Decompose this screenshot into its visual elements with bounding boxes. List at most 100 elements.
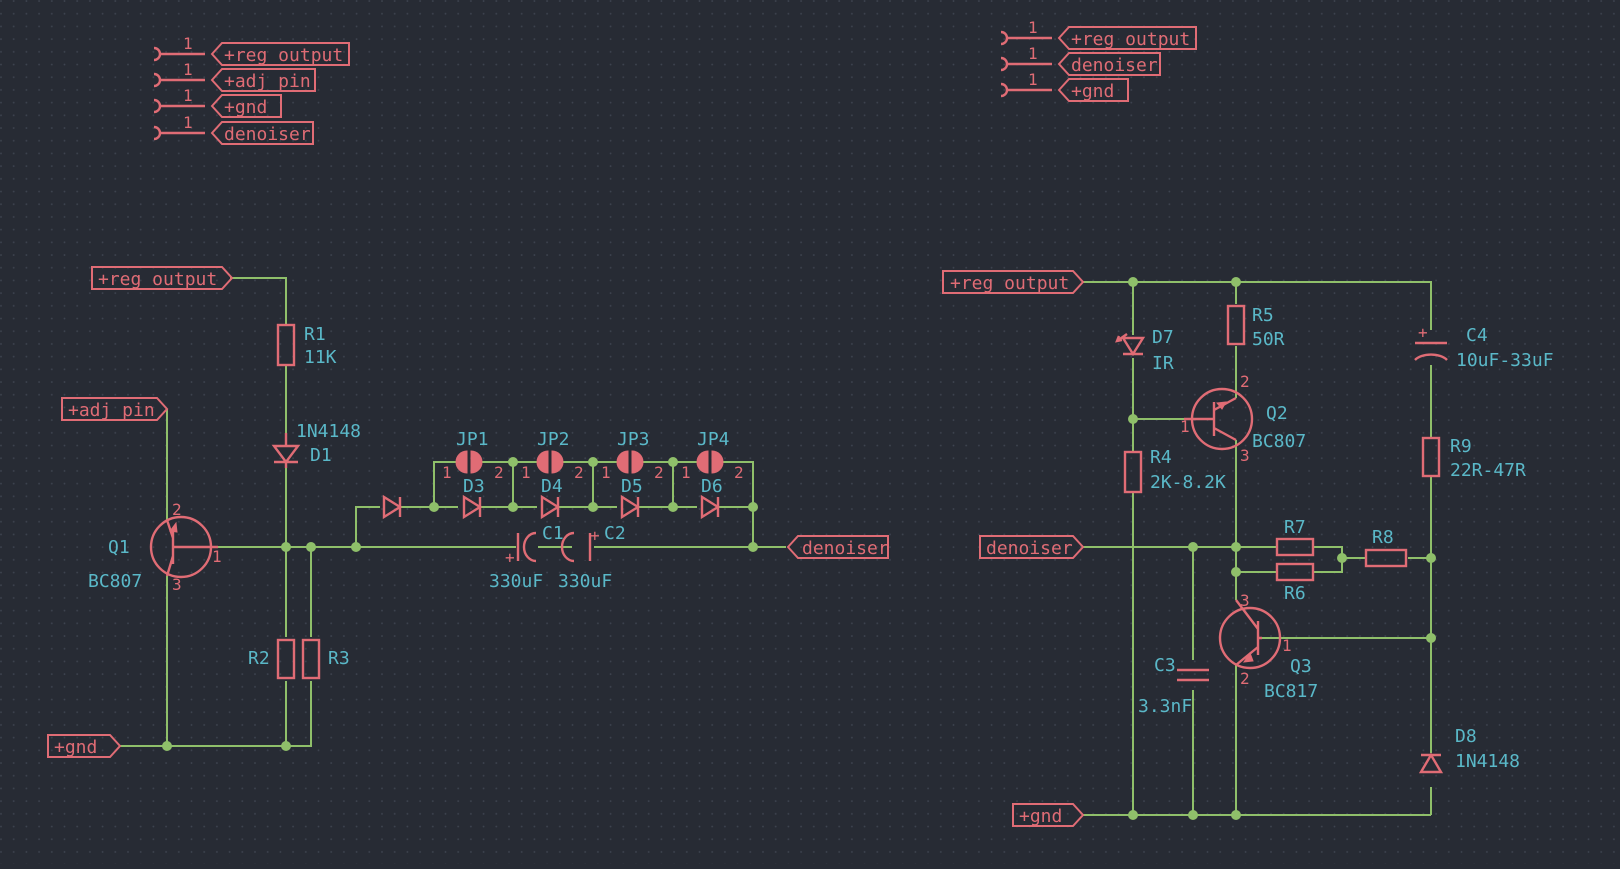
label-reg-output-left[interactable]: +reg_output bbox=[91, 266, 234, 290]
svg-text:2: 2 bbox=[1240, 372, 1250, 391]
svg-text:R4: R4 bbox=[1150, 447, 1172, 468]
transistor-q1[interactable]: 2 1 3 Q1 BC807 bbox=[88, 500, 222, 594]
svg-text:R1: R1 bbox=[304, 324, 326, 345]
svg-text:1: 1 bbox=[1282, 636, 1292, 655]
transistor-q3[interactable]: 3 1 2 Q3 BC817 bbox=[1218, 591, 1318, 702]
svg-text:1: 1 bbox=[681, 463, 691, 482]
capacitor-c4[interactable]: + C4 10uF-33uF bbox=[1414, 323, 1554, 371]
svg-text:3: 3 bbox=[172, 575, 182, 594]
svg-text:R3: R3 bbox=[328, 648, 350, 669]
jumper-jp2[interactable]: JP2 1 2 bbox=[521, 429, 584, 482]
svg-text:2: 2 bbox=[494, 463, 504, 482]
svg-text:D4: D4 bbox=[541, 476, 563, 497]
pin-number: 1 bbox=[183, 113, 193, 132]
right-circuit-wires bbox=[1083, 281, 1432, 816]
svg-text:R5: R5 bbox=[1252, 305, 1274, 326]
svg-text:JP2: JP2 bbox=[537, 429, 570, 450]
diode-d1[interactable]: 1N4148 D1 bbox=[271, 421, 361, 468]
led-d7[interactable]: D7 IR bbox=[1115, 327, 1174, 374]
svg-text:3: 3 bbox=[1240, 591, 1250, 610]
svg-text:R9: R9 bbox=[1450, 436, 1472, 457]
connector-label-reg-output: +reg_output bbox=[1071, 29, 1190, 50]
connector-left-pin-1: 1 +reg_output bbox=[153, 34, 350, 66]
svg-text:JP3: JP3 bbox=[617, 429, 650, 450]
transistor-q2[interactable]: 2 1 3 Q2 BC807 bbox=[1180, 372, 1306, 465]
svg-text:2: 2 bbox=[1240, 669, 1250, 688]
label-denoiser-left[interactable]: denoiser bbox=[786, 535, 889, 559]
svg-text:BC807: BC807 bbox=[88, 571, 142, 592]
label-denoiser-right[interactable]: denoiser bbox=[979, 535, 1085, 559]
capacitor-c1[interactable]: + C1 330uF bbox=[489, 523, 564, 592]
label-adj-pin[interactable]: +adj_pin bbox=[61, 397, 169, 421]
svg-text:D8: D8 bbox=[1455, 726, 1477, 747]
diode-d3[interactable]: D3 bbox=[462, 476, 485, 520]
svg-text:Q2: Q2 bbox=[1266, 403, 1288, 424]
svg-text:C1: C1 bbox=[542, 523, 564, 544]
diode-d8[interactable]: D8 1N4148 bbox=[1418, 726, 1520, 774]
connector-left[interactable]: 1 +reg_output 1 +adj_pin 1 +gnd 1 denois… bbox=[153, 34, 350, 145]
svg-text:JP1: JP1 bbox=[456, 429, 489, 450]
connector-right-pin-1: 1 +reg_output bbox=[1000, 18, 1197, 50]
svg-text:2: 2 bbox=[734, 463, 744, 482]
capacitor-c2[interactable]: + C2 330uF bbox=[558, 523, 626, 592]
jumper-jp1[interactable]: JP1 1 2 bbox=[442, 429, 504, 482]
svg-text:D6: D6 bbox=[701, 476, 723, 497]
svg-text:1: 1 bbox=[212, 547, 222, 566]
diode-chain-input[interactable] bbox=[382, 494, 403, 520]
svg-text:D7: D7 bbox=[1152, 327, 1174, 348]
svg-text:11K: 11K bbox=[304, 347, 337, 368]
svg-text:3: 3 bbox=[1240, 446, 1250, 465]
resistor-r7[interactable]: R7 bbox=[1275, 517, 1315, 557]
svg-text:C4: C4 bbox=[1466, 325, 1488, 346]
connector-right[interactable]: 1 +reg_output 1 denoiser 1 +gnd bbox=[1000, 18, 1197, 102]
diode-d4[interactable]: D4 bbox=[540, 476, 563, 520]
svg-text:denoiser: denoiser bbox=[986, 538, 1073, 559]
pin-number: 1 bbox=[183, 60, 193, 79]
label-gnd-left[interactable]: +gnd bbox=[47, 734, 122, 758]
resistor-r5[interactable]: R5 50R bbox=[1226, 304, 1285, 350]
svg-text:1: 1 bbox=[442, 463, 452, 482]
svg-text:330uF: 330uF bbox=[558, 571, 612, 592]
svg-text:BC817: BC817 bbox=[1264, 681, 1318, 702]
connector-label-reg-output: +reg_output bbox=[224, 45, 343, 66]
svg-text:1: 1 bbox=[1180, 417, 1190, 436]
svg-text:2K-8.2K: 2K-8.2K bbox=[1150, 472, 1226, 493]
svg-text:3.3nF: 3.3nF bbox=[1138, 696, 1192, 717]
resistor-r8[interactable]: R8 bbox=[1364, 527, 1408, 568]
resistor-r9[interactable]: R9 22R-47R bbox=[1421, 436, 1526, 481]
resistor-r3[interactable]: R3 bbox=[301, 638, 350, 680]
svg-text:+gnd: +gnd bbox=[1019, 806, 1062, 827]
jumper-jp4[interactable]: JP4 1 2 bbox=[681, 429, 744, 482]
resistor-r1[interactable]: R1 11K bbox=[276, 323, 337, 368]
connector-label-denoiser: denoiser bbox=[1071, 55, 1158, 76]
svg-text:D1: D1 bbox=[310, 445, 332, 466]
svg-text:denoiser: denoiser bbox=[802, 538, 889, 559]
svg-text:1: 1 bbox=[601, 463, 611, 482]
pin-number: 1 bbox=[183, 86, 193, 105]
diode-d5[interactable]: D5 bbox=[620, 476, 643, 520]
connector-left-pin-3: 1 +gnd bbox=[153, 86, 282, 118]
svg-text:10uF-33uF: 10uF-33uF bbox=[1456, 350, 1554, 371]
resistor-r6[interactable]: R6 bbox=[1275, 562, 1315, 604]
svg-text:+reg_output: +reg_output bbox=[98, 269, 217, 290]
connector-left-pin-2: 1 +adj_pin bbox=[153, 60, 316, 92]
svg-text:50R: 50R bbox=[1252, 329, 1285, 350]
svg-text:BC807: BC807 bbox=[1252, 431, 1306, 452]
capacitor-c3[interactable]: C3 3.3nF bbox=[1138, 655, 1209, 717]
connector-right-pin-2: 1 denoiser bbox=[1000, 44, 1161, 76]
jumper-jp3[interactable]: JP3 1 2 bbox=[601, 429, 664, 482]
svg-text:2: 2 bbox=[172, 500, 182, 519]
svg-text:+: + bbox=[590, 526, 600, 545]
resistor-r2[interactable]: R2 bbox=[248, 638, 296, 680]
diode-d6[interactable]: D6 bbox=[700, 476, 723, 520]
svg-text:C3: C3 bbox=[1154, 655, 1176, 676]
connector-left-pin-4: 1 denoiser bbox=[153, 113, 314, 145]
resistor-r4[interactable]: R4 2K-8.2K bbox=[1123, 447, 1226, 494]
pin-number: 1 bbox=[1028, 18, 1038, 37]
label-gnd-right[interactable]: +gnd bbox=[1012, 803, 1085, 827]
connector-label-denoiser: denoiser bbox=[224, 124, 311, 145]
label-reg-output-right[interactable]: +reg_output bbox=[942, 270, 1085, 294]
svg-text:D5: D5 bbox=[621, 476, 643, 497]
